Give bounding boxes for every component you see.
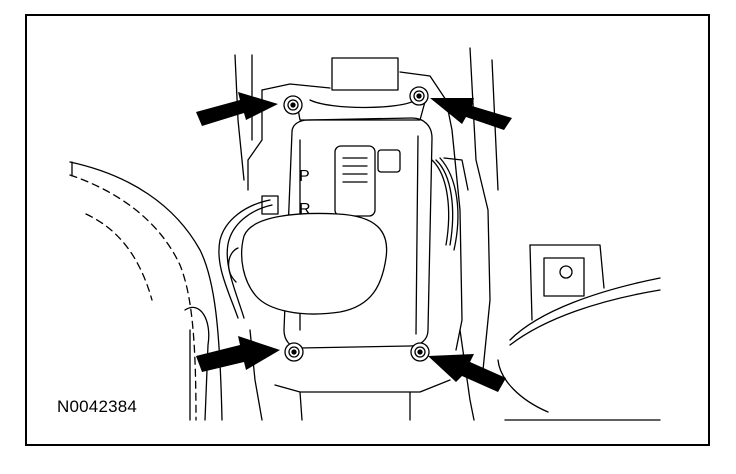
bolt-top-left — [283, 95, 303, 115]
top-bracket — [295, 57, 427, 121]
arrow-bottom-right — [428, 354, 506, 392]
arrow-top-left — [196, 92, 278, 126]
wiring-harness-right — [431, 157, 469, 251]
shift-letter-p: P — [299, 168, 310, 185]
right-console-panel — [497, 244, 661, 421]
left-console-panel — [69, 161, 223, 421]
wiring-harness-left — [218, 195, 279, 319]
arrow-top-right — [430, 98, 512, 130]
bolt-bottom-left — [284, 342, 304, 362]
shift-knob — [228, 212, 388, 315]
shift-gate — [334, 145, 401, 217]
shift-letter-r: R — [299, 201, 311, 218]
arrow-bottom-left — [196, 336, 280, 372]
figure-id-label: N0042384 — [57, 397, 138, 416]
bolt-bottom-right — [410, 342, 430, 362]
bolt-top-right — [409, 86, 429, 106]
